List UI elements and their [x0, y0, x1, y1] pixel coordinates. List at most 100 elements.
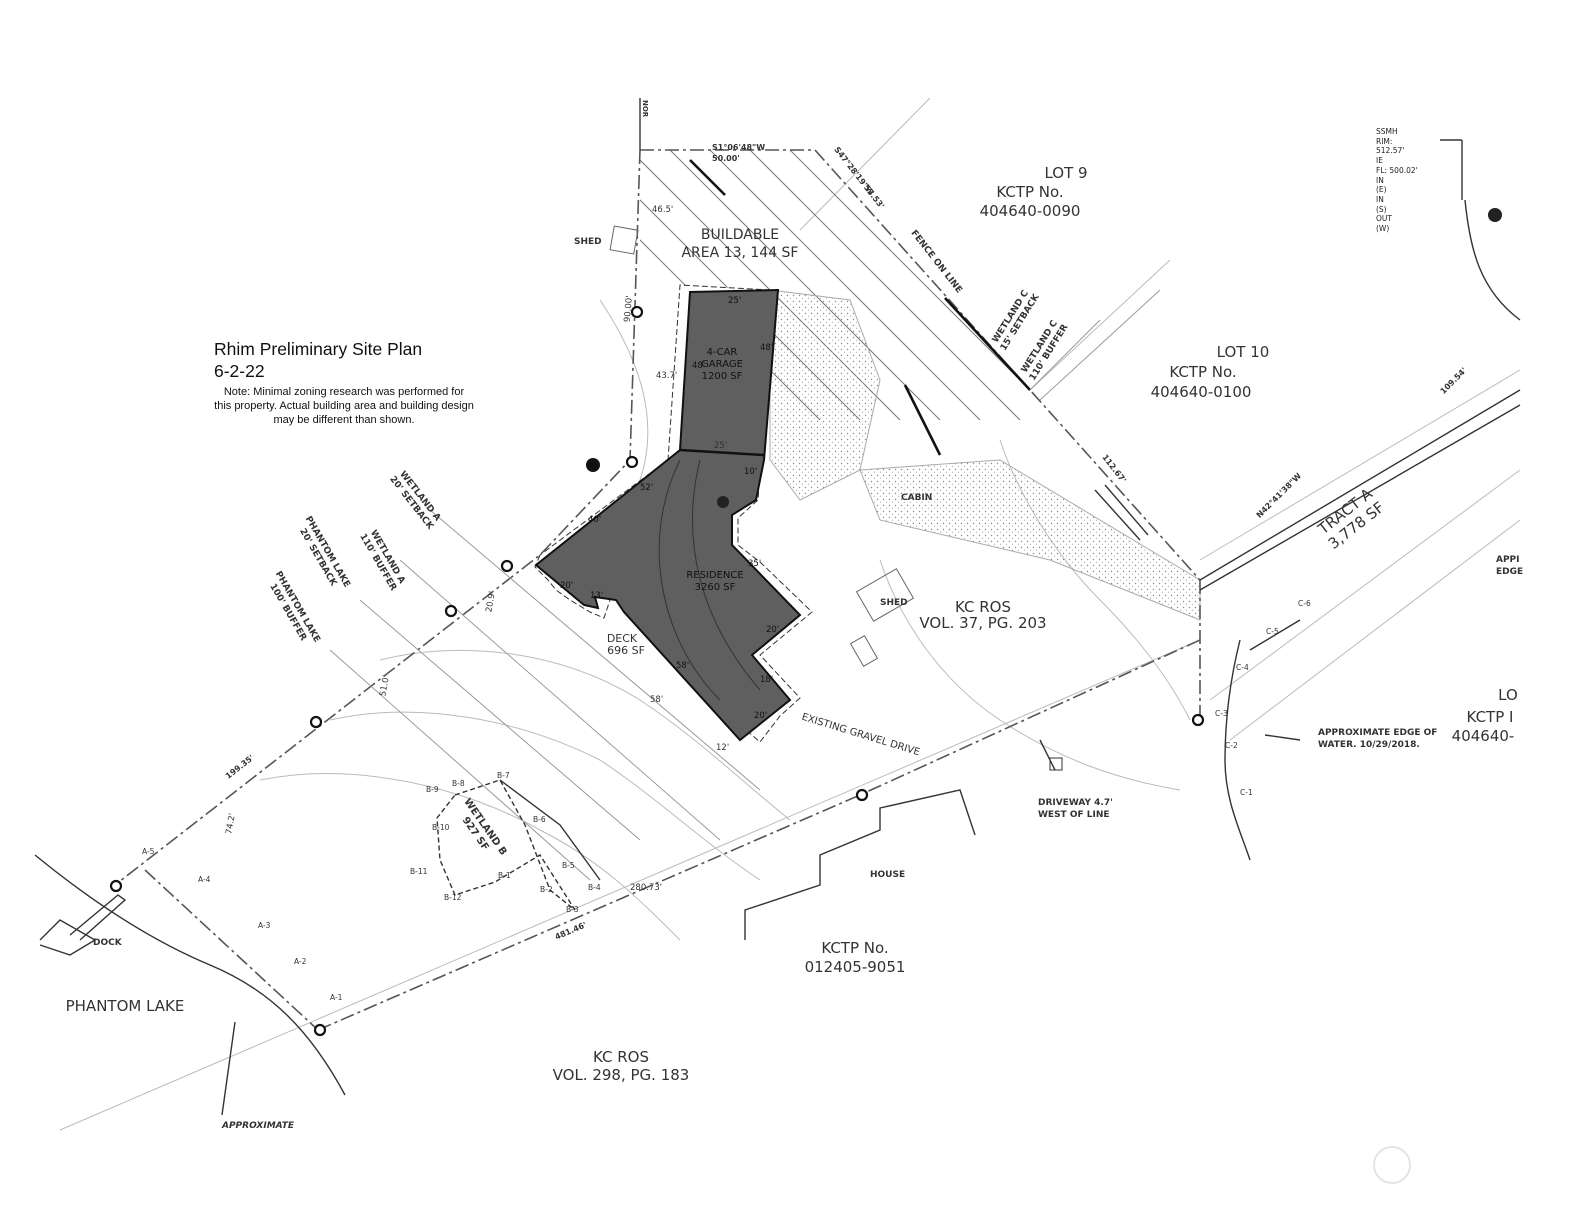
lot10-number: 404640-0100: [1151, 383, 1252, 401]
ssmh-callout: SSMH RIM: 512.57' IE FL: 500.02' IN (E) …: [1376, 127, 1418, 234]
flag-b8: B-8: [452, 779, 465, 788]
dim-18: 18': [760, 675, 773, 685]
flag-labels: A-1 A-2 A-3 A-4 A-5 B-1 B-2 B-3 B-4 B-5 …: [142, 599, 1311, 1002]
flag-b12: B-12: [444, 893, 462, 902]
ssmh-line: OUT: [1376, 214, 1392, 224]
south-kctp: KCTP No.: [821, 939, 888, 957]
dim-20-bottom: 20': [754, 711, 767, 721]
ssmh-line: IN: [1376, 175, 1384, 185]
deck-line2: 696 SF: [607, 644, 645, 657]
ssmh-line: FL: 500.02': [1376, 165, 1418, 175]
watermark-circle: [1373, 1146, 1411, 1184]
kc-ros-center-2: VOL. 37, PG. 203: [919, 614, 1046, 632]
north-arrow-label: NOR: [641, 100, 649, 118]
garage-line3: 1200 SF: [702, 371, 743, 382]
garage-line1: 4-CAR: [707, 347, 738, 358]
kc-ros-south-2: VOL. 298, PG. 183: [553, 1066, 690, 1084]
lot-right-kctp: KCTP I: [1467, 708, 1514, 726]
flag-c3: C-3: [1215, 709, 1228, 718]
east-distance: 112.67': [1100, 453, 1128, 485]
shed-nw-label: SHED: [574, 237, 602, 247]
gravel-stipple: [769, 289, 1201, 621]
tract-distance: 109.54': [1439, 366, 1469, 396]
buildable-line2: AREA 13, 144 SF: [681, 245, 798, 261]
flag-b5: B-5: [562, 861, 575, 870]
building-footprint: [534, 284, 813, 743]
house-label: HOUSE: [870, 870, 905, 880]
dimension-labels: 46.5' 90.00' 43.7' 25' 48' 48' 25' 52' 4…: [224, 205, 779, 893]
south-number: 012405-9051: [805, 958, 906, 976]
flag-c5: C-5: [1266, 627, 1279, 636]
water-edge-1: APPROXIMATE EDGE OF: [1318, 728, 1437, 738]
dim-74-2: 74.2': [224, 812, 238, 835]
flag-b10: B-10: [432, 823, 450, 832]
garage-line2: GARAGE: [701, 359, 743, 370]
driveway-note-1: DRIVEWAY 4.7': [1038, 798, 1113, 808]
flag-b11: B-11: [410, 867, 428, 876]
dim-20-right: 20': [766, 625, 779, 635]
ssmh-line: IN: [1376, 194, 1384, 204]
plan-date: 6-2-22: [214, 361, 265, 381]
residence-line2: 3260 SF: [695, 582, 736, 593]
dim-51: 51.0': [378, 674, 392, 697]
ssmh-line: (S): [1376, 204, 1387, 214]
water-edge-2: WATER. 10/29/2018.: [1318, 740, 1420, 750]
dim-46-5: 46.5': [652, 205, 673, 215]
edge-fragment-1: APPI: [1496, 555, 1520, 565]
lot9-kctp: KCTP No.: [996, 183, 1063, 201]
ssmh-line: (E): [1376, 185, 1387, 195]
south-distance: 481.46': [554, 920, 588, 941]
dim-58-inner: 58': [676, 661, 689, 671]
lot10-label: LOT 10: [1217, 343, 1270, 361]
shed-center-label: SHED: [880, 598, 908, 608]
deck-line1: DECK: [607, 632, 638, 645]
lot9-number: 404640-0090: [980, 202, 1081, 220]
lot-right-number: 404640-: [1452, 727, 1515, 745]
residence-line1: RESIDENCE: [686, 570, 743, 581]
dim-48-left: 48': [692, 361, 705, 371]
flag-b1: B-1: [498, 871, 511, 880]
ssmh-line: RIM:: [1376, 136, 1393, 146]
plan-note: Note: Minimal zoning research was perfor…: [214, 386, 474, 426]
dim-90: 90.00': [623, 295, 635, 322]
flag-a1: A-1: [330, 993, 343, 1002]
approximate-label: APPROXIMATE: [221, 1121, 295, 1131]
north-distance: 50.00': [712, 154, 740, 163]
driveway-note-2: WEST OF LINE: [1038, 810, 1110, 820]
dim-25-top: 25': [728, 296, 741, 306]
flag-b2: B-2: [540, 885, 553, 894]
edge-fragment-2: EDGE: [1496, 567, 1523, 577]
flag-c1: C-1: [1240, 788, 1253, 797]
flag-b3: B-3: [566, 905, 579, 914]
lot10-kctp: KCTP No.: [1169, 363, 1236, 381]
dim-25-mid: 25': [714, 441, 727, 451]
dim-58-outer: 58': [650, 695, 663, 705]
tract-bearing: N42°41'38"W: [1255, 471, 1304, 520]
dim-12: 12': [716, 743, 729, 753]
existing-drive-label: EXISTING GRAVEL DRIVE: [800, 712, 921, 759]
dim-48-right: 48': [760, 343, 773, 353]
ssmh-line: SSMH: [1376, 127, 1398, 136]
dim-43-7: 43.7': [656, 371, 677, 381]
flag-a4: A-4: [198, 875, 211, 884]
dock-label: DOCK: [93, 938, 123, 948]
ssmh-line: (W): [1376, 224, 1390, 234]
flag-b6: B-6: [533, 815, 546, 824]
phantom-lake-label: PHANTOM LAKE: [66, 997, 185, 1015]
wetland-flags: [436, 779, 601, 911]
ssmh-line: 512.57': [1376, 146, 1405, 156]
survey-monuments: [109, 208, 1502, 1037]
dim-20-9: 20.9': [484, 590, 498, 613]
dim-10: 10': [744, 467, 757, 477]
plan-title: Rhim Preliminary Site Plan: [214, 339, 423, 359]
flag-b4: B-4: [588, 883, 601, 892]
flag-c6: C-6: [1298, 599, 1311, 608]
property-boundary: [114, 98, 1201, 1031]
flag-a2: A-2: [294, 957, 307, 966]
north-bearing: S1°06'48"W: [712, 143, 765, 152]
west-distance: 199.35': [224, 753, 256, 781]
dim-280: 280.73': [630, 883, 662, 893]
buildable-line1: BUILDABLE: [701, 227, 779, 243]
flag-c4: C-4: [1236, 663, 1249, 672]
